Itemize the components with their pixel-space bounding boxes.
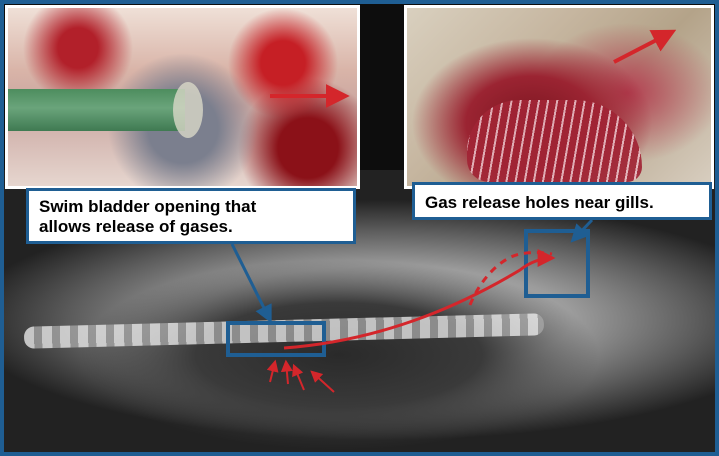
swim-bladder-photo <box>5 5 360 189</box>
probe-tube <box>8 89 185 131</box>
probe-tube-end <box>173 82 203 138</box>
gills-callout: Gas release holes near gills. <box>412 182 712 220</box>
gill-filaments <box>467 100 642 182</box>
xray-spine <box>24 313 544 349</box>
gills-photo <box>404 5 714 189</box>
swim-bladder-callout: Swim bladder opening that allows release… <box>26 188 356 244</box>
swim-bladder-callout-line-1: Swim bladder opening that <box>39 197 343 217</box>
gills-callout-text: Gas release holes near gills. <box>425 193 654 212</box>
swim-bladder-callout-line-2: allows release of gases. <box>39 217 343 237</box>
